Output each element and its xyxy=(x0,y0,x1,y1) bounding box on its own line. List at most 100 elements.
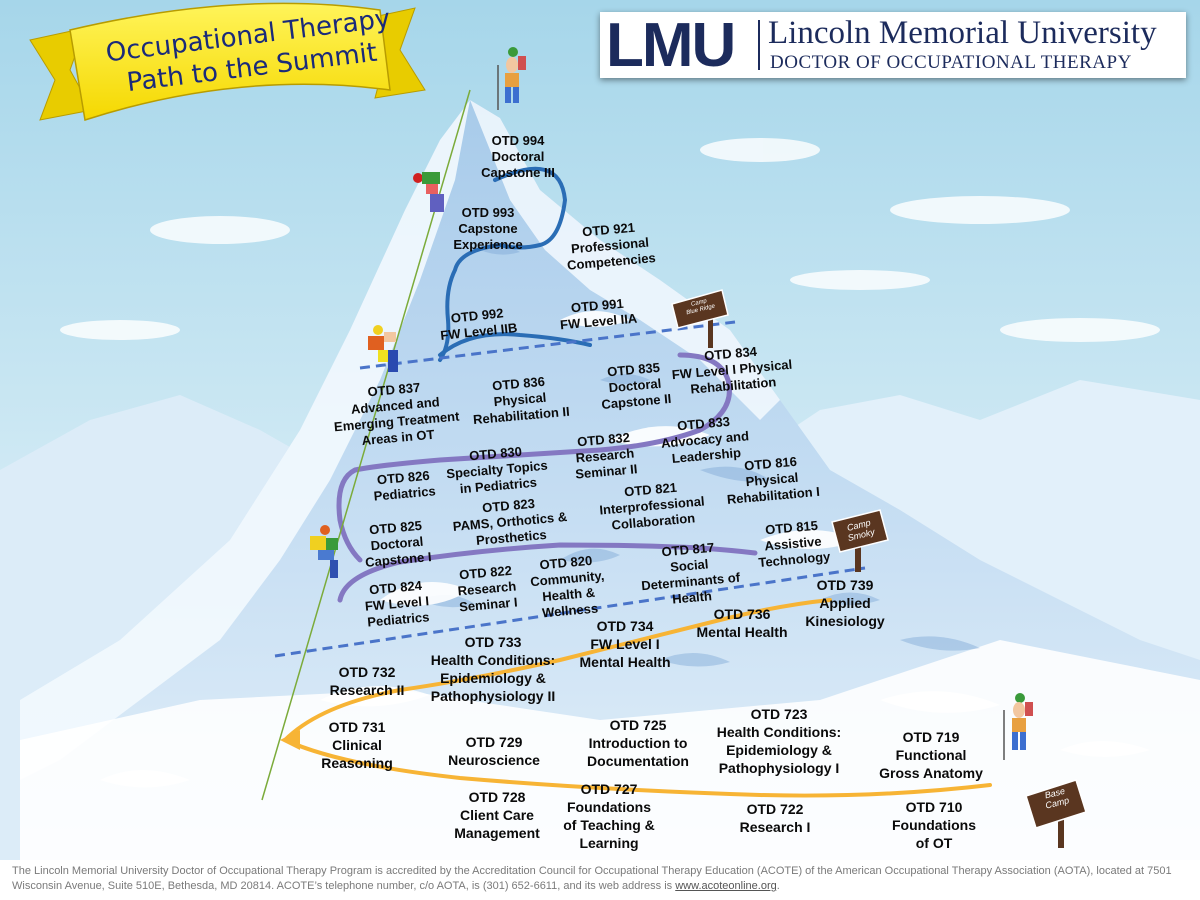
course-code: OTD 739 xyxy=(816,577,874,593)
climber-lower xyxy=(310,525,338,578)
course-code: OTD 719 xyxy=(902,729,960,745)
course-code: OTD 732 xyxy=(338,664,396,680)
course-title-line: Health Conditions: xyxy=(430,652,556,668)
divider-year-2 xyxy=(274,566,866,658)
course-title-line: Experience xyxy=(453,237,523,252)
sign-base-camp xyxy=(1025,779,1087,848)
path-level-9-blue xyxy=(438,166,568,362)
course-code: OTD 731 xyxy=(328,719,386,735)
logo-divider xyxy=(758,20,760,70)
path-level-8-purple xyxy=(336,352,732,563)
course-title-line: of OT xyxy=(915,835,953,851)
course-title-line: Management xyxy=(454,825,540,841)
course-code: OTD 722 xyxy=(746,801,804,817)
course-title-line: Foundations xyxy=(567,799,651,815)
course-title-line: Documentation xyxy=(587,753,689,769)
course-code: OTD 727 xyxy=(580,781,638,797)
sign-camp-smoky xyxy=(831,509,889,572)
course-title-line: Epidemiology & xyxy=(440,670,546,686)
path-level-8-lower-purple xyxy=(337,542,758,603)
course-title-line: of Teaching & xyxy=(563,817,655,833)
climber-middle xyxy=(368,325,398,372)
logo-university-name: Lincoln Memorial University xyxy=(768,15,1157,51)
right-snow-face xyxy=(470,100,780,420)
course-title-line: Mental Health xyxy=(696,624,788,640)
course-title-line: Research II xyxy=(329,682,405,698)
footer-end: . xyxy=(776,880,780,892)
course-title-line: Research I xyxy=(739,819,811,835)
course-title-line: Capstone xyxy=(458,221,518,236)
course-title-line: Pathophysiology I xyxy=(718,760,840,776)
left-snow-face xyxy=(20,100,470,780)
banner-ribbon xyxy=(29,2,426,121)
logo-mark: LMU xyxy=(606,11,736,80)
footer-band xyxy=(0,860,1200,900)
course-title-line: Epidemiology & xyxy=(726,742,832,758)
acote-link[interactable]: www.acoteonline.org xyxy=(675,880,777,892)
course-code: OTD 710 xyxy=(905,799,963,815)
course-title-line: Neuroscience xyxy=(448,752,540,768)
course-code: OTD 728 xyxy=(468,789,526,805)
climber-summit xyxy=(497,47,526,110)
path-arrowhead xyxy=(280,730,300,750)
course-code: OTD 733 xyxy=(464,634,522,650)
path-level-7-lower-orange xyxy=(283,738,992,798)
course-title-line: Learning xyxy=(579,835,639,851)
course-title-line: Clinical xyxy=(332,737,382,753)
course-code: OTD 729 xyxy=(465,734,523,750)
course-title-line: Capstone III xyxy=(481,165,555,180)
course-title-line: Mental Health xyxy=(579,654,671,670)
course-code: OTD 725 xyxy=(609,717,667,733)
course-title-line: Introduction to xyxy=(588,735,688,751)
course-code: OTD 993 xyxy=(461,205,515,220)
course-title-line: Applied xyxy=(819,595,871,611)
course-code: OTD 736 xyxy=(713,606,771,622)
course-title-line: Client Care xyxy=(460,807,534,823)
course-title-line: Pathophysiology II xyxy=(430,688,556,704)
climber-base xyxy=(1003,693,1033,760)
footer-text: The Lincoln Memorial University Doctor o… xyxy=(12,865,1172,892)
sign-camp-blue-ridge xyxy=(671,289,729,348)
course-title-line: Foundations xyxy=(892,817,976,833)
course-title-line: Functional xyxy=(895,747,967,763)
course-code: OTD 994 xyxy=(491,133,545,148)
course-title-line: Gross Anatomy xyxy=(879,765,983,781)
mountain xyxy=(20,100,1200,860)
course-code: OTD 723 xyxy=(750,706,808,722)
lmu-logo: LMU Lincoln Memorial University DOCTOR O… xyxy=(600,12,1186,78)
path-level-7-upper-orange xyxy=(283,598,832,742)
